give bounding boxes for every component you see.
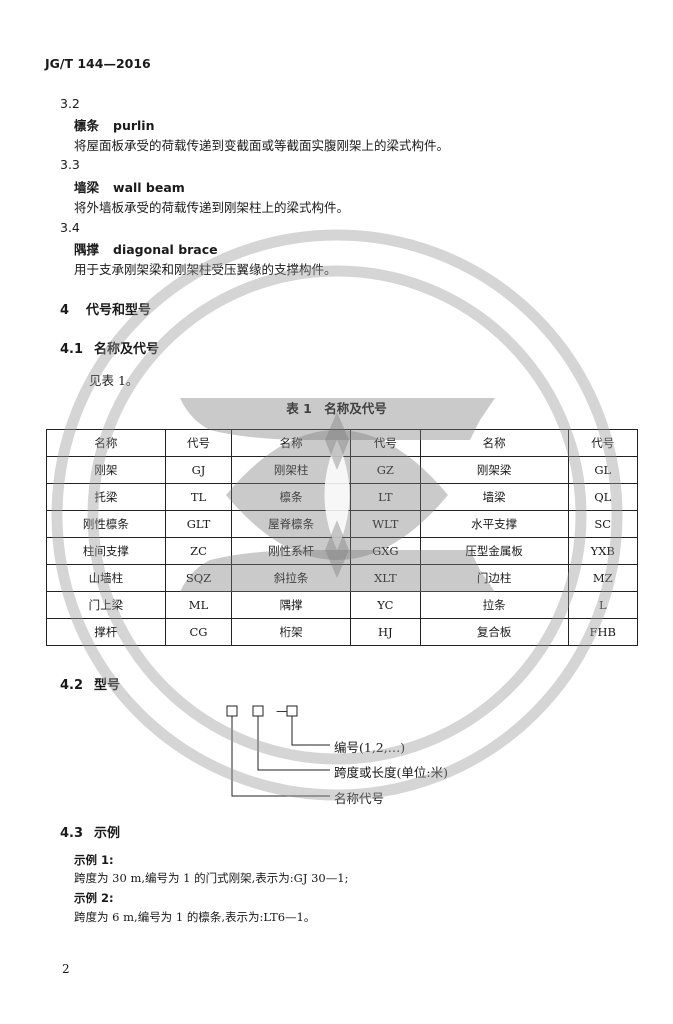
section-number: 4.1 bbox=[60, 342, 84, 357]
table-cell: 刚架 bbox=[46, 456, 166, 484]
section-title: 名称及代号 bbox=[94, 342, 160, 357]
table-cell: 隅撑 bbox=[231, 591, 352, 619]
table-cell: GL bbox=[567, 456, 639, 484]
chapter-number: 4 bbox=[60, 303, 70, 318]
table-cell: SQZ bbox=[164, 564, 233, 592]
table-cell: 拉条 bbox=[419, 591, 569, 619]
table-cell: GZ bbox=[350, 456, 421, 484]
serial-leader-line bbox=[291, 716, 330, 746]
section-heading-4-3: 4.3 示例 bbox=[60, 822, 120, 841]
table-cell: 刚架梁 bbox=[419, 456, 569, 484]
table-title: 表 1 名称及代号 bbox=[286, 401, 387, 416]
table-cell: 刚性檩条 bbox=[46, 510, 166, 538]
term-en: diagonal brace bbox=[113, 242, 218, 257]
example-1-label: 示例 1: bbox=[74, 853, 114, 867]
name-code-box bbox=[226, 705, 238, 717]
term-definition: 将屋面板承受的荷载传递到变截面或等截面实腹刚架上的梁式构件。 bbox=[74, 138, 450, 153]
table-cell: CG bbox=[164, 618, 233, 646]
term-heading-diagonal-brace: 隅撑 diagonal brace bbox=[74, 239, 218, 258]
serial-box bbox=[286, 705, 298, 717]
name-leader-line bbox=[231, 716, 330, 797]
table-cell: WLT bbox=[350, 510, 421, 538]
chapter-heading: 4 代号和型号 bbox=[60, 299, 151, 318]
table-header-cell: 代号 bbox=[164, 429, 233, 457]
table-cell: YC bbox=[350, 591, 421, 619]
table-cell: XLT bbox=[350, 564, 421, 592]
term-cn: 檩条 bbox=[74, 118, 100, 133]
dash-glyph: — bbox=[276, 704, 288, 718]
table-cell: 复合板 bbox=[419, 618, 569, 646]
span-leader-line bbox=[257, 716, 330, 771]
table-header-cell: 名称 bbox=[419, 429, 569, 457]
term-definition: 将外墙板承受的荷载传递到刚架柱上的梁式构件。 bbox=[74, 200, 350, 215]
table-reference-text: 见表 1。 bbox=[89, 373, 139, 388]
table-cell: QL bbox=[567, 483, 639, 511]
section-number: 4.2 bbox=[60, 678, 84, 693]
term-en: purlin bbox=[113, 118, 155, 133]
section-heading-4-1: 4.1 名称及代号 bbox=[60, 338, 159, 357]
table-cell: GXG bbox=[350, 537, 421, 565]
section-title: 示例 bbox=[94, 826, 121, 841]
span-length-label: 跨度或长度(单位:米) bbox=[334, 765, 448, 780]
table-cell: 墙梁 bbox=[419, 483, 569, 511]
name-code-label: 名称代号 bbox=[334, 791, 385, 806]
example-1-text: 跨度为 30 m,编号为 1 的门式刚架,表示为:GJ 30—1; bbox=[74, 871, 349, 885]
term-heading-wall-beam: 墙梁 wall beam bbox=[74, 177, 185, 196]
term-number-3-2: 3.2 bbox=[60, 96, 80, 111]
term-number-3-4: 3.4 bbox=[60, 220, 80, 235]
term-heading-purlin: 檩条 purlin bbox=[74, 115, 155, 134]
section-title: 型号 bbox=[94, 678, 121, 693]
table-header-cell: 代号 bbox=[350, 429, 421, 457]
table-cell: TL bbox=[164, 483, 233, 511]
section-heading-4-2: 4.2 型号 bbox=[60, 674, 120, 693]
example-2-text: 跨度为 6 m,编号为 1 的檩条,表示为:LT6—1。 bbox=[74, 910, 316, 924]
term-en: wall beam bbox=[113, 180, 185, 195]
example-2-label: 示例 2: bbox=[74, 891, 114, 905]
table-cell: 压型金属板 bbox=[419, 537, 569, 565]
chapter-title: 代号和型号 bbox=[86, 303, 152, 318]
serial-number-label: 编号(1,2,…) bbox=[334, 740, 406, 755]
table-cell: L bbox=[567, 591, 639, 619]
table-cell: FHB bbox=[567, 618, 639, 646]
standard-code: JG/T 144—2016 bbox=[45, 56, 151, 71]
term-definition: 用于支承刚架梁和刚架柱受压翼缘的支撑构件。 bbox=[74, 262, 337, 277]
table-cell: 撑杆 bbox=[46, 618, 166, 646]
table-cell: MZ bbox=[567, 564, 639, 592]
term-cn: 墙梁 bbox=[74, 180, 100, 195]
term-number-3-3: 3.3 bbox=[60, 157, 80, 172]
table-cell: ZC bbox=[164, 537, 233, 565]
table-cell: 桁架 bbox=[231, 618, 352, 646]
table-header-cell: 名称 bbox=[46, 429, 166, 457]
term-cn: 隅撑 bbox=[74, 242, 100, 257]
table-header-row: 名称 代号 名称 代号 名称 代号 bbox=[46, 429, 639, 457]
page-number: 2 bbox=[62, 962, 70, 976]
span-box bbox=[252, 705, 264, 717]
section-number: 4.3 bbox=[60, 826, 84, 841]
table-cell: 山墙柱 bbox=[46, 564, 166, 592]
table-cell: 门边柱 bbox=[419, 564, 569, 592]
